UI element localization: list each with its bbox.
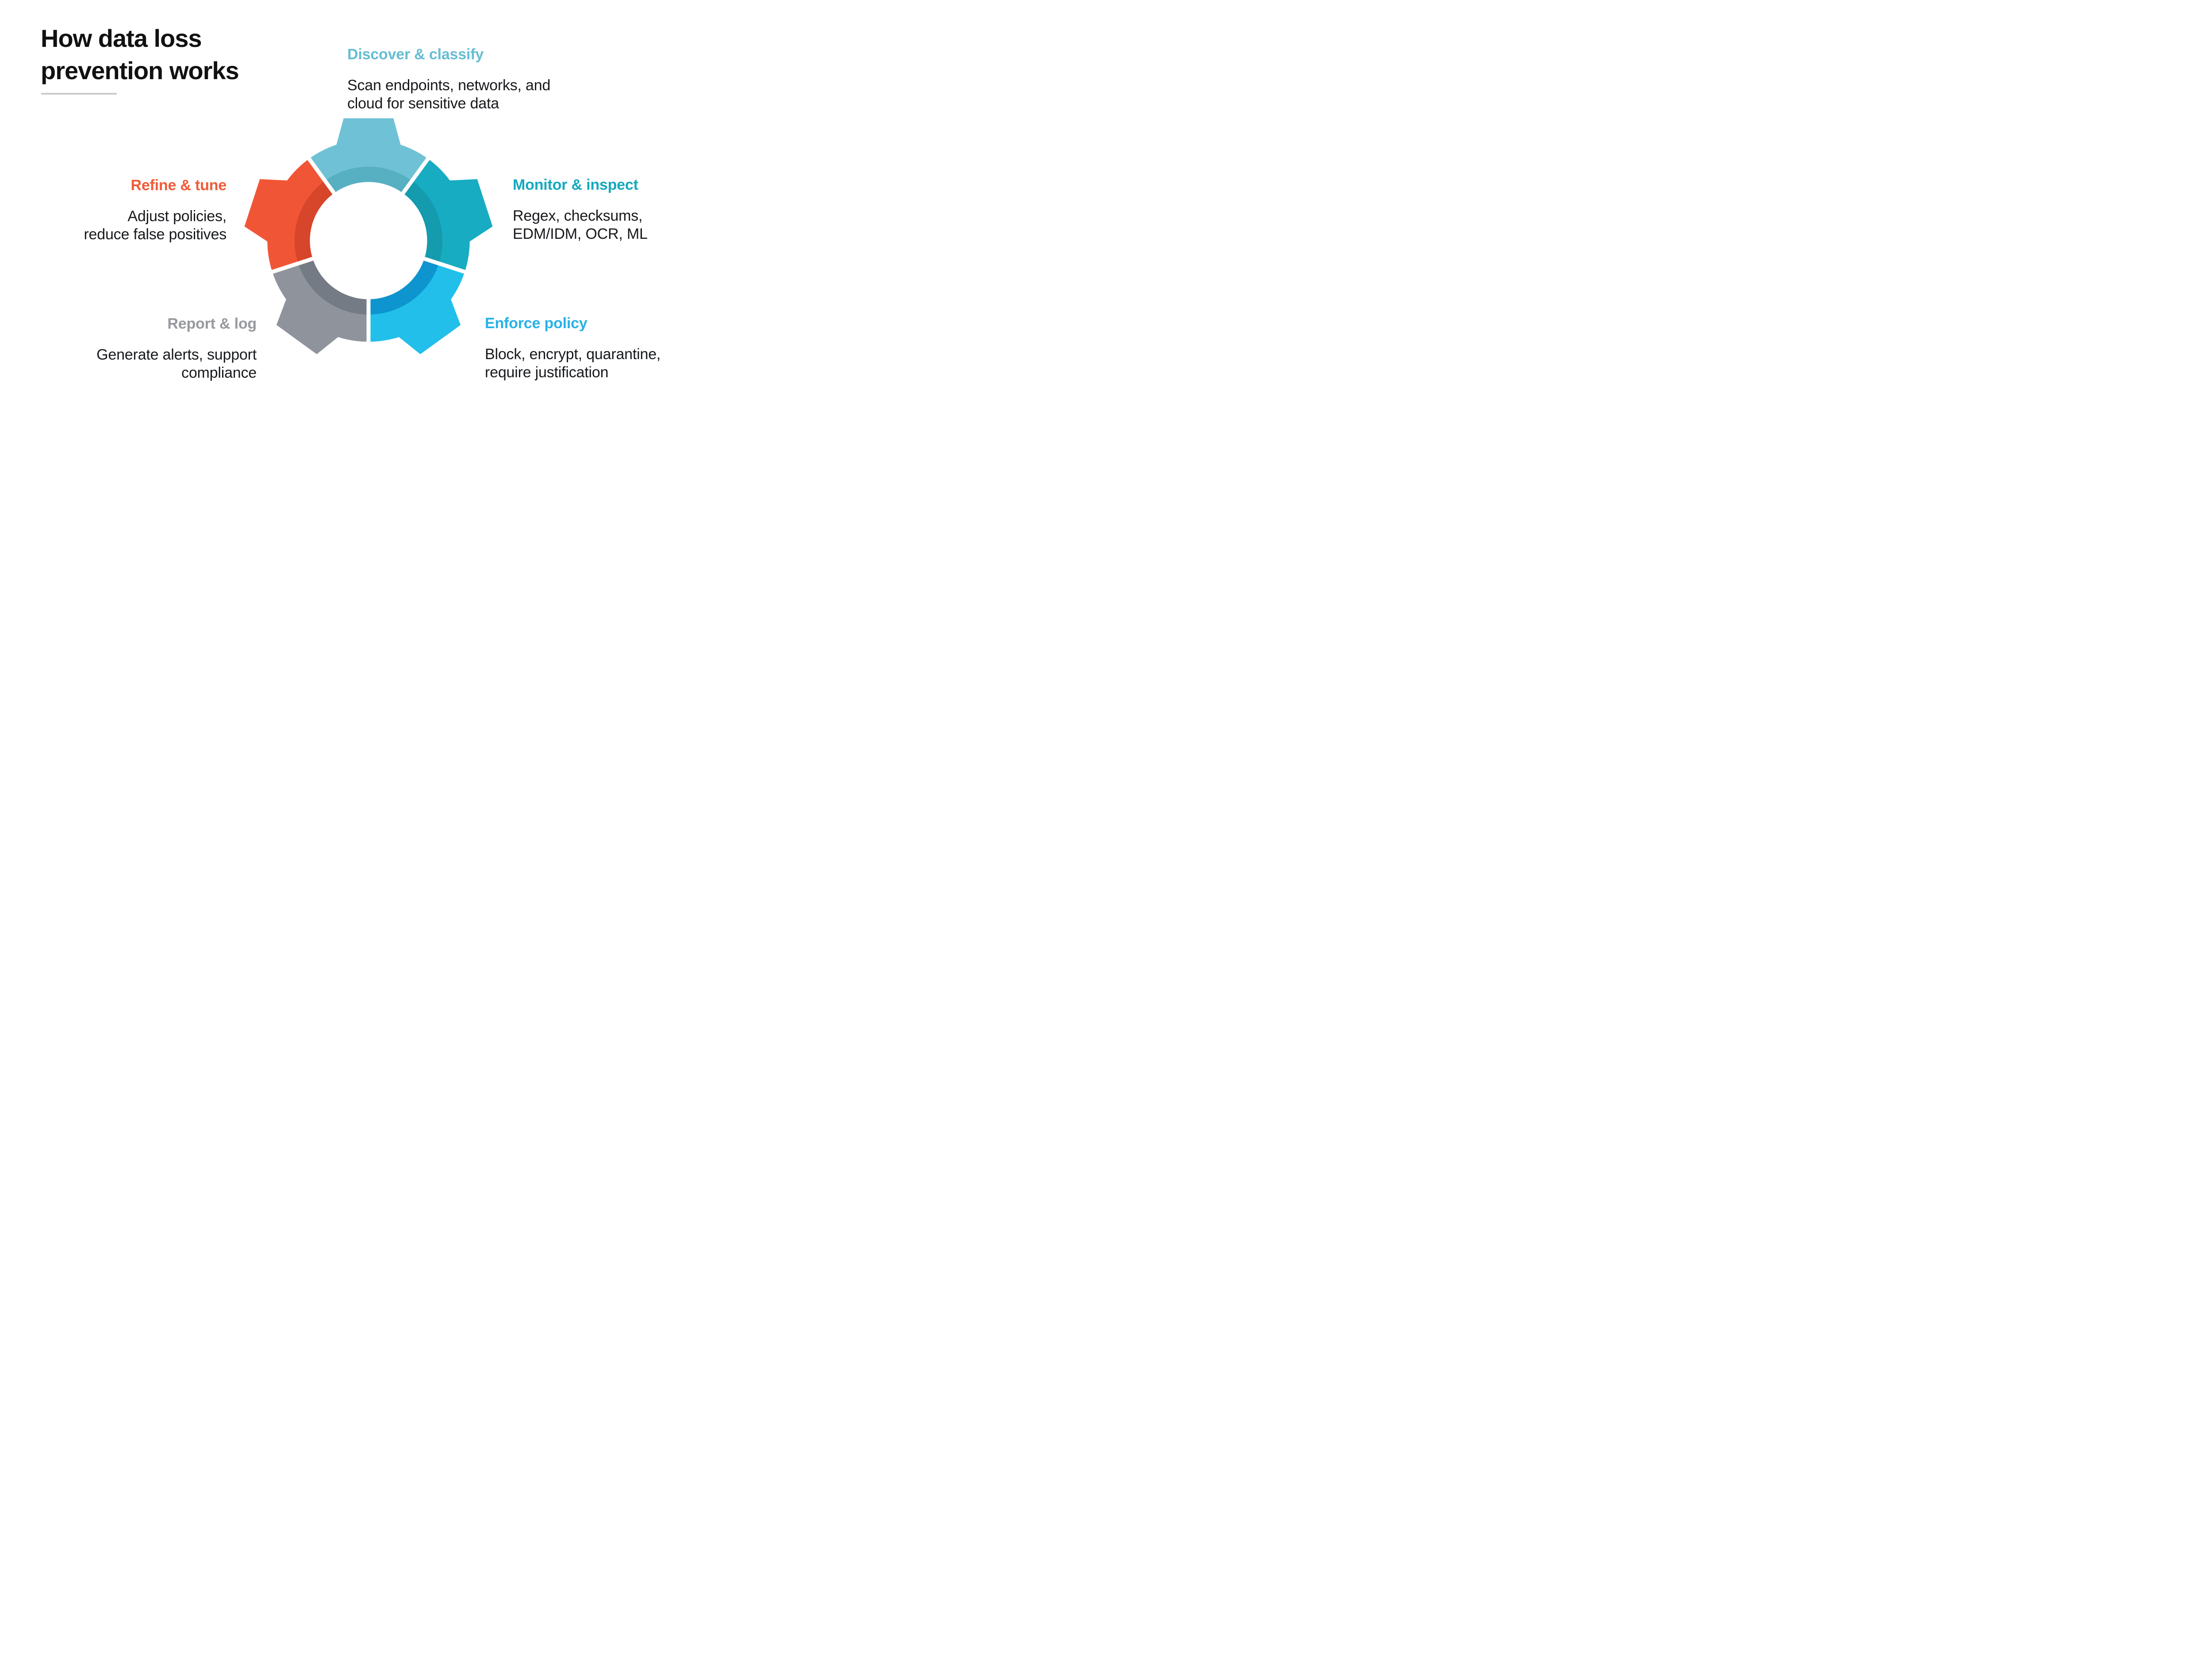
gear-diagram (242, 118, 495, 367)
page-title: How data loss prevention works (41, 22, 239, 87)
step-monitor-label: Monitor & inspect (513, 176, 638, 193)
step-report: Report & log Generate alerts, support co… (96, 315, 257, 382)
gear-center-hole (310, 182, 427, 299)
step-report-desc-line1: Generate alerts, support (96, 346, 257, 363)
step-enforce-label: Enforce policy (485, 315, 588, 332)
step-report-label: Report & log (167, 315, 257, 332)
step-enforce-desc-line2: require justification (485, 364, 609, 381)
gear-divider (366, 295, 371, 347)
step-monitor: Monitor & inspect Regex, checksums, EDM/… (513, 176, 648, 243)
gear-dividers (267, 153, 470, 347)
step-enforce-desc-line1: Block, encrypt, quarantine, (485, 346, 661, 363)
step-refine-desc-line1: Adjust policies, (127, 208, 227, 225)
step-discover-description: Scan endpoints, networks, and cloud for … (347, 77, 550, 113)
step-discover: Discover & classify Scan endpoints, netw… (347, 46, 550, 113)
step-refine-desc-line2: reduce false positives (84, 226, 227, 243)
gear-divider (399, 153, 433, 197)
page-title-line1: How data loss (41, 24, 202, 52)
gear-divider (267, 256, 317, 276)
step-monitor-desc-line2: EDM/IDM, OCR, ML (513, 226, 648, 242)
step-enforce-description: Block, encrypt, quarantine, require just… (485, 345, 661, 382)
step-monitor-desc-line1: Regex, checksums, (513, 207, 643, 224)
step-discover-desc-line2: cloud for sensitive data (347, 95, 499, 112)
step-monitor-description: Regex, checksums, EDM/IDM, OCR, ML (513, 207, 648, 243)
gear-divider (304, 153, 338, 197)
page-title-line2: prevention works (41, 57, 239, 84)
step-refine-label: Refine & tune (131, 177, 227, 194)
step-discover-label: Discover & classify (347, 46, 484, 63)
step-refine: Refine & tune Adjust policies, reduce fa… (84, 176, 227, 244)
step-refine-description: Adjust policies, reduce false positives (84, 207, 227, 244)
title-underline-bar (41, 93, 117, 95)
step-report-description: Generate alerts, support compliance (96, 346, 257, 382)
gear-divider (420, 256, 470, 276)
dlp-infographic-canvas: How data loss prevention works (0, 0, 737, 415)
step-report-desc-line2: compliance (181, 364, 257, 381)
step-discover-desc-line1: Scan endpoints, networks, and (347, 77, 551, 94)
step-enforce: Enforce policy Block, encrypt, quarantin… (485, 314, 661, 382)
